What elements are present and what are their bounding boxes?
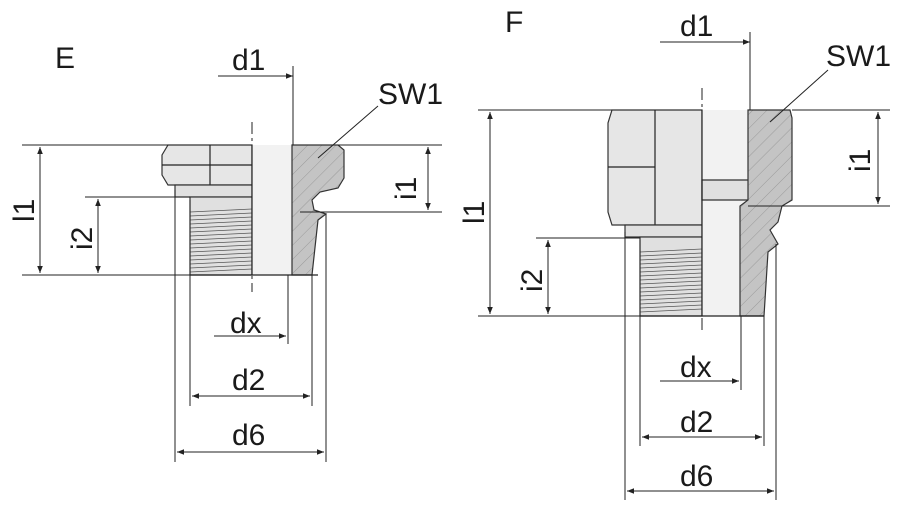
view-e-d1-label: d1: [232, 44, 265, 77]
view-f-threaded-body: [639, 236, 703, 317]
thread-line: [639, 288, 703, 293]
thread-line: [189, 220, 253, 225]
thread-line: [639, 252, 703, 257]
view-f-l1-label: l1: [458, 201, 491, 224]
view-f-i1-dim: i1: [748, 109, 890, 207]
view-f-d2-label: d2: [680, 406, 713, 439]
view-e-section: [291, 144, 345, 276]
view-e: E d1 SW1: [8, 42, 443, 462]
thread-line: [189, 224, 253, 229]
thread-line: [639, 272, 703, 277]
view-f-d6-label: d6: [680, 460, 713, 493]
thread-line: [189, 240, 253, 245]
view-e-d2-label: d2: [232, 364, 265, 397]
thread-line: [189, 256, 253, 261]
thread-line: [639, 308, 703, 313]
view-f-sw1-dim: SW1: [769, 40, 891, 123]
thread-line: [189, 268, 253, 273]
view-f-d2-dim: d2: [639, 240, 765, 446]
view-e-bore: [252, 145, 292, 275]
view-f-i2-label: i2: [516, 269, 549, 292]
thread-line: [639, 300, 703, 305]
view-f-label: F: [505, 6, 523, 39]
view-f: F d1 SW1: [458, 6, 891, 500]
thread-line: [639, 280, 703, 285]
thread-line: [639, 292, 703, 297]
thread-line: [189, 252, 253, 257]
thread-line: [189, 212, 253, 217]
view-f-d6-dim: d6: [624, 232, 777, 500]
view-e-d1-dim: d1: [218, 44, 294, 145]
view-e-dx-dim: dx: [214, 275, 289, 344]
view-e-threaded-body: [189, 196, 253, 276]
thread-line: [189, 248, 253, 253]
thread-line: [189, 232, 253, 237]
thread-line: [639, 276, 703, 281]
view-f-section: [739, 109, 793, 317]
view-e-label: E: [55, 42, 75, 75]
view-e-i2-dim: i2: [66, 196, 190, 273]
thread-line: [639, 248, 703, 253]
thread-line: [639, 284, 703, 289]
thread-line: [189, 244, 253, 249]
thread-line: [639, 304, 703, 309]
view-e-sw1-label: SW1: [378, 78, 443, 111]
thread-line: [189, 264, 253, 269]
view-f-d1-label: d1: [680, 10, 713, 43]
thread-line: [189, 208, 253, 213]
view-e-hex-head: [161, 144, 253, 198]
thread-line: [639, 256, 703, 261]
view-e-l1-label: l1: [8, 199, 41, 222]
view-e-d6-dim: d6: [174, 190, 327, 462]
thread-line: [639, 264, 703, 269]
view-e-l1-dim: l1: [8, 144, 190, 276]
thread-line: [189, 216, 253, 221]
view-e-sw1-dim: SW1: [317, 78, 443, 159]
thread-line: [189, 260, 253, 265]
view-e-d2-dim: d2: [189, 200, 313, 406]
view-f-d1-dim: d1: [660, 10, 751, 110]
view-f-dx-label: dx: [680, 351, 712, 384]
view-e-i2-label: i2: [66, 227, 99, 250]
thread-line: [189, 236, 253, 241]
view-f-i2-dim: i2: [516, 237, 640, 314]
view-e-i1-label: i1: [390, 177, 423, 200]
view-f-sw1-label: SW1: [826, 40, 891, 73]
view-e-i1-dim: i1: [300, 144, 442, 213]
thread-line: [189, 228, 253, 233]
view-f-bore-step: [701, 179, 753, 201]
thread-line: [639, 260, 703, 265]
view-f-i1-label: i1: [844, 149, 877, 172]
view-e-d6-label: d6: [232, 419, 265, 452]
view-f-dx-dim: dx: [660, 316, 742, 390]
view-e-dx-label: dx: [230, 307, 262, 340]
view-f-l1-dim: l1: [458, 109, 640, 317]
thread-line: [639, 268, 703, 273]
view-f-hex-head: [607, 109, 703, 238]
thread-line: [639, 296, 703, 301]
